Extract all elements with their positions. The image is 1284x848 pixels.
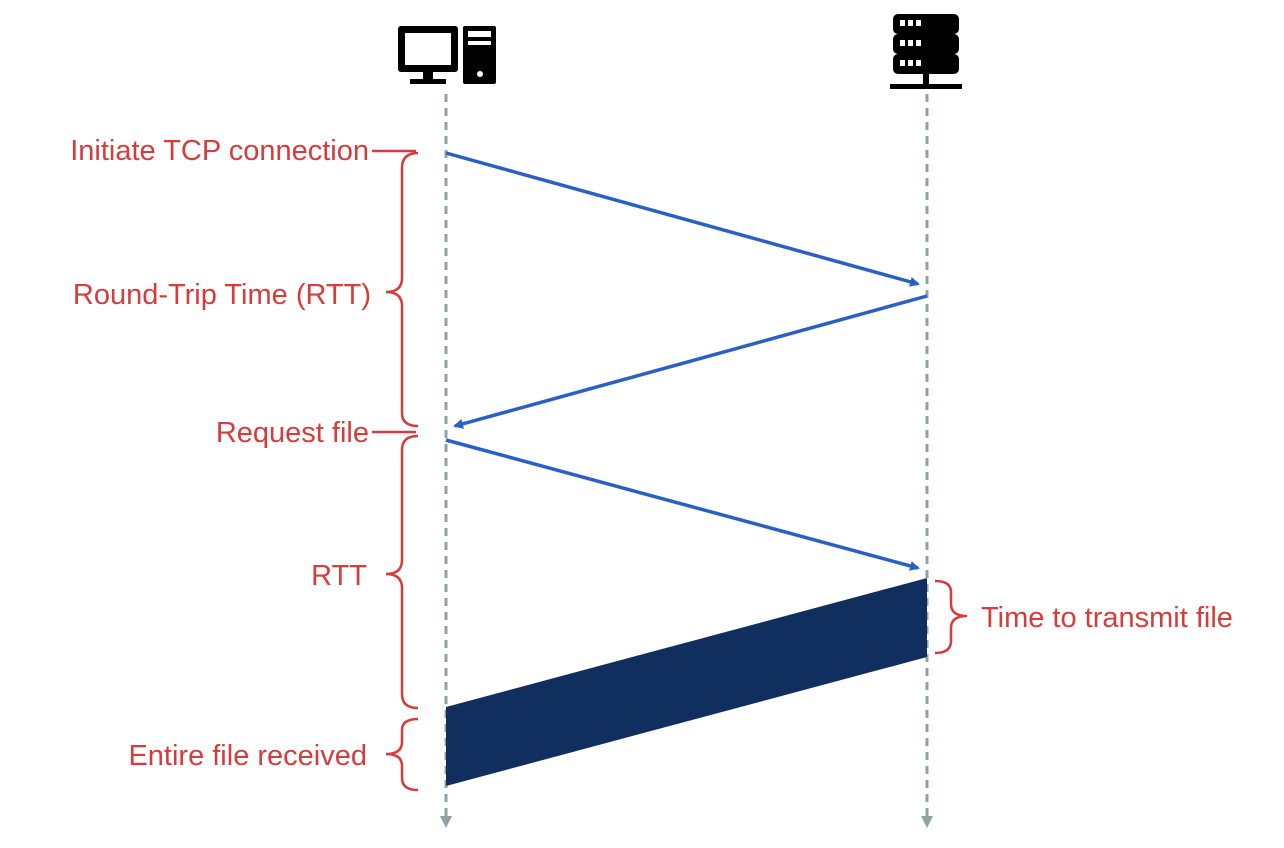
label-request-file: Request file: [216, 417, 369, 449]
file-transmission-block: [446, 578, 927, 786]
rtt-bracket-1: [385, 151, 419, 428]
label-entire-file-received: Entire file received: [128, 740, 367, 772]
transmit-bracket: [934, 579, 968, 655]
desktop-computer-icon: [398, 26, 496, 84]
label-rtt-full: Round-Trip Time (RTT): [73, 279, 371, 311]
label-rtt-short: RTT: [311, 560, 367, 592]
syn-ack-arrow: [453, 294, 928, 429]
rtt-bracket-2: [385, 434, 419, 710]
label-initiate-tcp: Initiate TCP connection: [70, 135, 369, 167]
server-rack-icon: [890, 14, 962, 89]
request-arrow: [445, 438, 920, 571]
file-received-bracket: [385, 717, 419, 792]
label-time-to-transmit: Time to transmit file: [981, 602, 1233, 634]
syn-arrow: [445, 151, 920, 287]
